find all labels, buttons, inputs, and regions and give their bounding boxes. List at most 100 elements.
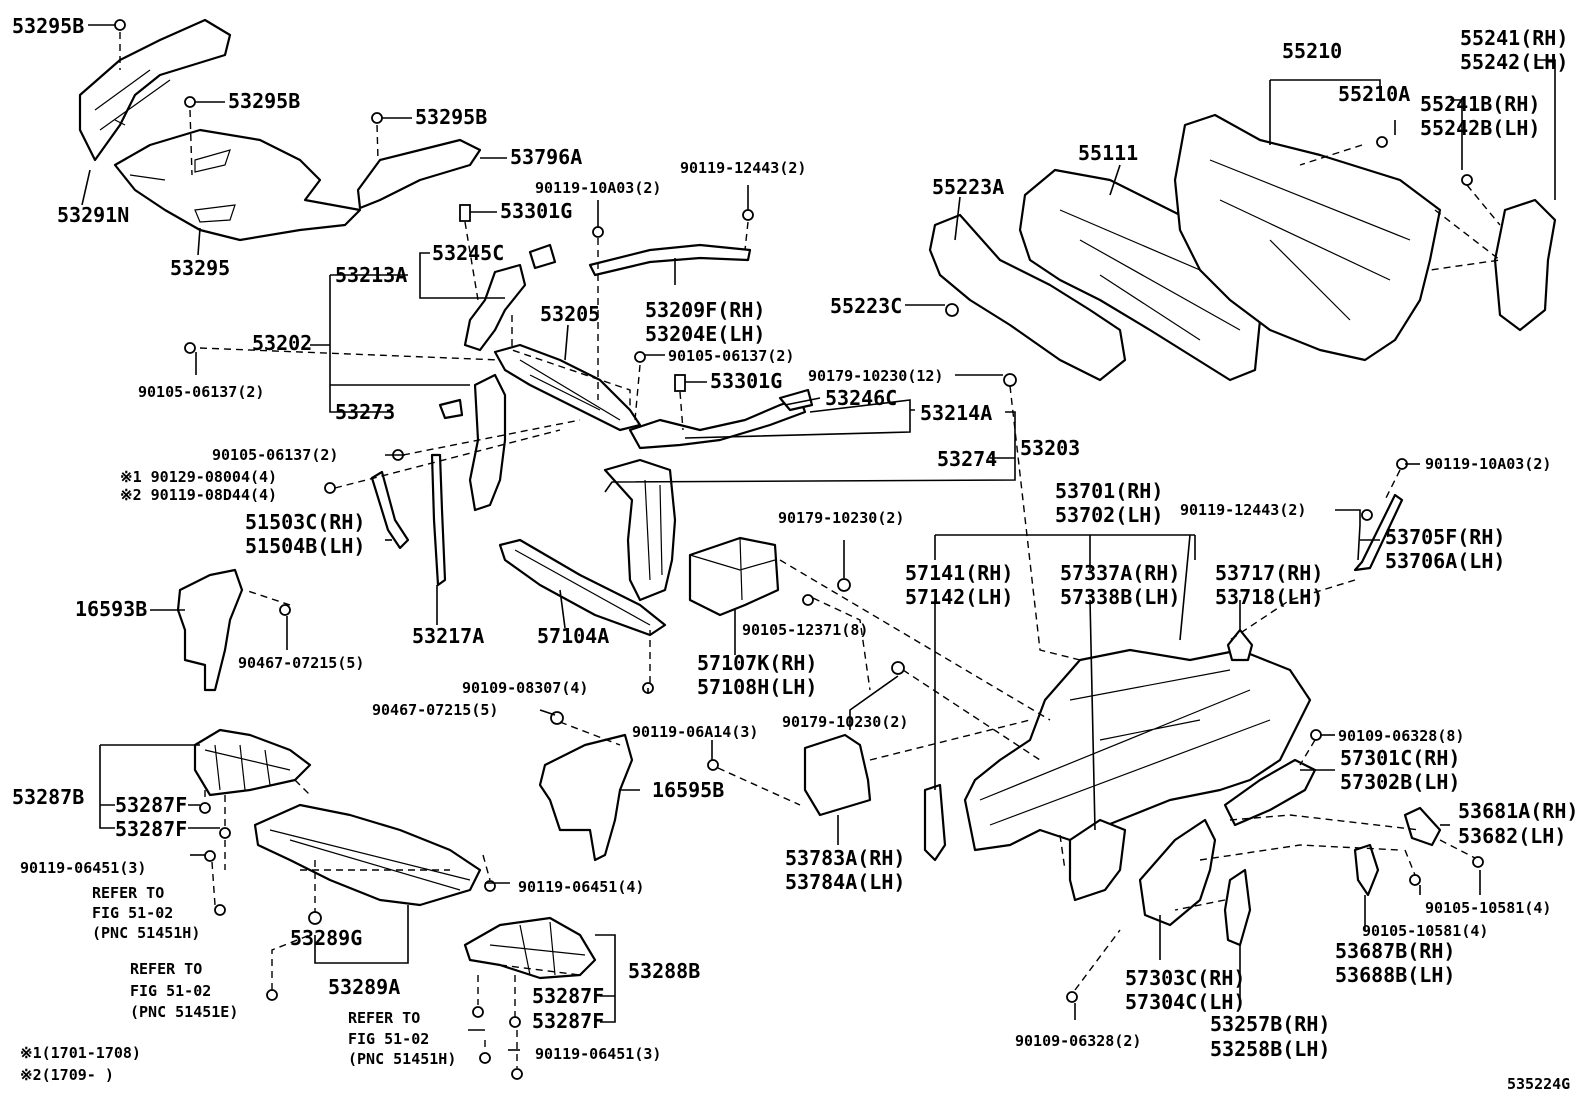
applicability-note: ※2(1709- ) xyxy=(20,1066,114,1084)
fastener-icon xyxy=(184,96,196,108)
fastener-icon xyxy=(472,1006,484,1018)
part-label: 57104A xyxy=(537,624,609,648)
reference-note: REFER TO xyxy=(130,960,202,978)
fastener-label: 90467-07215(5) xyxy=(238,654,364,672)
fastener-icon xyxy=(479,1052,491,1064)
undercover-53295-shape xyxy=(113,128,362,242)
fastener-icon xyxy=(742,209,754,221)
fastener-icon xyxy=(802,594,814,606)
part-label: 53784A(LH) xyxy=(785,870,905,894)
fastener-label: 90109-06328(2) xyxy=(1015,1032,1141,1050)
part-label: 55242(LH) xyxy=(1460,50,1568,74)
fastener-label: 90105-06137(2) xyxy=(212,446,338,464)
assembly-lines xyxy=(119,32,1502,1068)
part-label: 55111 xyxy=(1078,141,1138,165)
fastener-icon xyxy=(1461,174,1473,186)
insulator-55210-shape xyxy=(1173,113,1442,362)
bracket-53687b-shape xyxy=(1353,843,1380,897)
fastener-icon xyxy=(891,661,905,675)
part-label: 53209F(RH) xyxy=(645,298,765,322)
part-label: 16593B xyxy=(75,597,147,621)
reference-note: REFER TO xyxy=(348,1009,420,1027)
part-label: 53287F xyxy=(115,793,187,817)
bracket-53257b-shape xyxy=(1223,868,1252,947)
bracket-16593b-shape xyxy=(176,568,244,692)
part-label: 53295 xyxy=(170,256,230,280)
part-label: 57338B(LH) xyxy=(1060,585,1180,609)
fastener-icon xyxy=(114,19,126,31)
fastener-icon xyxy=(509,1016,521,1028)
fastener-icon xyxy=(184,342,196,354)
part-label: 57304C(LH) xyxy=(1125,990,1245,1014)
part-label: 55242B(LH) xyxy=(1420,116,1540,140)
fastener-label: 90105-10581(4) xyxy=(1362,922,1488,940)
part-label: 55223A xyxy=(932,175,1004,199)
fastener-label: ※1 90129-08004(4) xyxy=(120,468,277,486)
reference-note: (PNC 51451E) xyxy=(130,1003,238,1021)
fastener-icon xyxy=(219,827,231,839)
extension-57301c-shape xyxy=(1223,758,1317,827)
part-label: 55223C xyxy=(830,294,902,318)
fastener-icon xyxy=(459,204,471,222)
part-label: 53705F(RH) xyxy=(1385,525,1505,549)
part-label: 57303C(RH) xyxy=(1125,966,1245,990)
part-label: 53287F xyxy=(115,817,187,841)
brace-51503c-shape xyxy=(370,470,410,550)
part-label: 53217A xyxy=(412,624,484,648)
fastener-icon xyxy=(945,303,959,317)
bracket-57337a-shape xyxy=(1068,818,1127,902)
part-label: 53245C xyxy=(432,241,504,265)
part-label: 57141(RH) xyxy=(905,561,1013,585)
reference-note: FIG 51-02 xyxy=(92,904,173,922)
fastener-icon xyxy=(371,112,383,124)
fastener-icon xyxy=(1066,991,1078,1003)
part-label: 57337A(RH) xyxy=(1060,561,1180,585)
reference-note: (PNC 51451H) xyxy=(92,924,200,942)
insulator-55241-shape xyxy=(1493,198,1557,332)
part-label: 53301G xyxy=(710,369,782,393)
part-label: 53301G xyxy=(500,199,572,223)
radiator-panel-53203-shape xyxy=(603,458,677,602)
part-label: 53687B(RH) xyxy=(1335,939,1455,963)
part-label: 53258B(LH) xyxy=(1210,1037,1330,1061)
bracket-53796a-shape xyxy=(356,138,482,210)
clip-53717-shape xyxy=(1226,628,1254,662)
fastener-icon xyxy=(1376,136,1388,148)
fastener-icon xyxy=(1472,856,1484,868)
part-label: 57142(LH) xyxy=(905,585,1013,609)
fastener-icon xyxy=(592,226,604,238)
bracket-53213a-shape xyxy=(463,263,527,352)
part-label: 53203 xyxy=(1020,436,1080,460)
fastener-label: 90179-10230(2) xyxy=(782,713,908,731)
fastener-icon xyxy=(511,1068,523,1080)
part-label: 53214A xyxy=(920,401,992,425)
part-label: 53295B xyxy=(415,105,487,129)
cover-53287b-shape xyxy=(193,728,312,797)
fastener-label: 90119-10A03(2) xyxy=(535,179,661,197)
bracket-53245c-shape xyxy=(528,243,557,270)
part-label: 53289G xyxy=(290,926,362,950)
part-label: 55241B(RH) xyxy=(1420,92,1540,116)
fastener-icon xyxy=(707,759,719,771)
fastener-icon xyxy=(308,911,322,925)
bracket-53273-shape xyxy=(438,398,464,420)
apron-57303c-shape xyxy=(1138,818,1217,927)
part-label: 53796A xyxy=(510,145,582,169)
fastener-icon xyxy=(204,850,216,862)
part-label: 53204E(LH) xyxy=(645,322,765,346)
part-label: 53287F xyxy=(532,1009,604,1033)
fastener-icon xyxy=(199,802,211,814)
apron-53701-shape xyxy=(963,648,1312,852)
fastener-label: 90105-06137(2) xyxy=(668,347,794,365)
fastener-label: 90119-06451(3) xyxy=(535,1045,661,1063)
panel-55223a-shape xyxy=(928,213,1127,382)
dash-panel-55111-shape xyxy=(1018,168,1292,382)
applicability-note: ※1(1701-1708) xyxy=(20,1044,141,1062)
fastener-icon xyxy=(674,374,686,392)
leader-lines xyxy=(81,24,1556,1051)
fastener-label: 90119-06451(3) xyxy=(20,859,146,877)
fastener-label: 90109-06328(8) xyxy=(1338,727,1464,745)
part-label: 53717(RH) xyxy=(1215,561,1323,585)
